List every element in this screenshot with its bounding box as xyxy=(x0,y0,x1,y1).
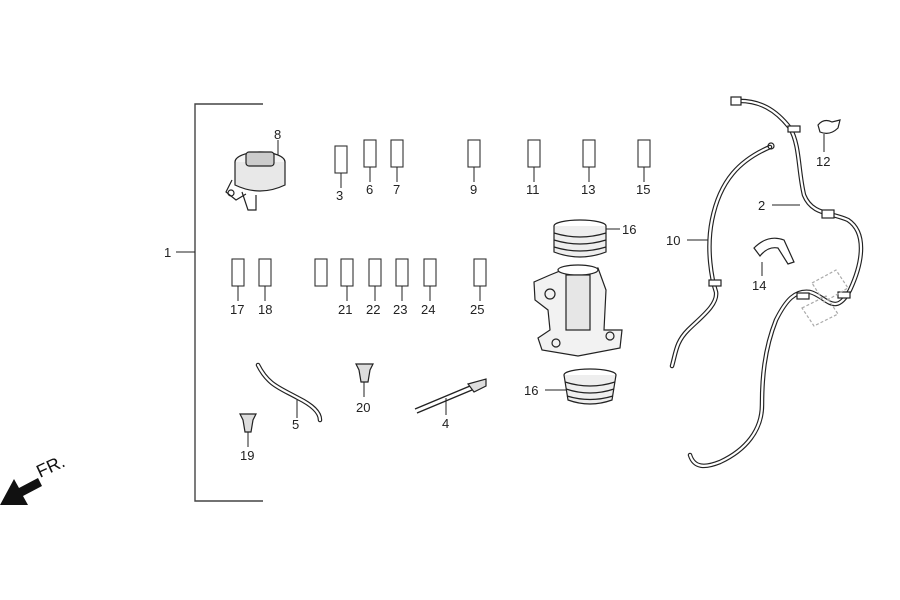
callout-15: 15 xyxy=(636,182,650,197)
part-unlabeled-pin xyxy=(314,258,328,287)
callout-22: 22 xyxy=(366,302,380,317)
callout-3: 3 xyxy=(336,188,343,203)
part-9-pin xyxy=(467,139,481,182)
part-4-rod xyxy=(414,378,487,415)
part-7-pin xyxy=(390,139,404,182)
part-16-boot-upper xyxy=(553,219,620,258)
part-8-reservoir xyxy=(225,140,286,211)
part-21-pin xyxy=(340,258,354,301)
front-direction-arrow-icon xyxy=(0,478,42,505)
part-17-pin xyxy=(231,258,245,301)
direction-label: FR. xyxy=(33,451,68,481)
part-22-pin xyxy=(368,258,382,301)
callout-4: 4 xyxy=(442,416,449,431)
part-14-guide xyxy=(753,237,795,276)
part-18-pin xyxy=(258,258,272,301)
part-25-pin xyxy=(473,258,487,301)
callout-14: 14 xyxy=(752,278,766,293)
part-19-clip xyxy=(239,413,257,447)
callout-6: 6 xyxy=(366,182,373,197)
part-5-hose xyxy=(255,362,323,423)
callout-19: 19 xyxy=(240,448,254,463)
callout-2: 2 xyxy=(758,198,765,213)
part-12-clamp xyxy=(817,119,841,152)
callout-24: 24 xyxy=(421,302,435,317)
part-2-brake-hose xyxy=(687,96,864,469)
callout-10: 10 xyxy=(666,233,680,248)
callout-11: 11 xyxy=(526,182,540,197)
part-10-brake-hose xyxy=(669,142,775,369)
callout-21: 21 xyxy=(338,302,352,317)
callout-1: 1 xyxy=(164,245,171,260)
part-3-pin xyxy=(334,145,348,188)
part-23-pin xyxy=(395,258,409,301)
callout-20: 20 xyxy=(356,400,370,415)
callout-25: 25 xyxy=(470,302,484,317)
callout-18: 18 xyxy=(258,302,272,317)
callout-16-upper: 16 xyxy=(622,222,636,237)
callout-12: 12 xyxy=(816,154,830,169)
callout-16-lower: 16 xyxy=(524,383,538,398)
assembly-bracket xyxy=(176,103,263,502)
part-20-clip xyxy=(355,363,374,397)
part-15-pin xyxy=(637,139,651,182)
part-24-pin xyxy=(423,258,437,301)
part-13-pin xyxy=(582,139,596,182)
part-11-pin xyxy=(527,139,541,182)
callout-13: 13 xyxy=(581,182,595,197)
part-16-boot-lower xyxy=(545,368,617,405)
callout-5: 5 xyxy=(292,417,299,432)
callout-7: 7 xyxy=(393,182,400,197)
caliper-body xyxy=(533,264,623,357)
callout-17: 17 xyxy=(230,302,244,317)
callout-9: 9 xyxy=(470,182,477,197)
callout-8: 8 xyxy=(274,127,281,142)
callout-23: 23 xyxy=(393,302,407,317)
part-6-pin xyxy=(363,139,377,182)
